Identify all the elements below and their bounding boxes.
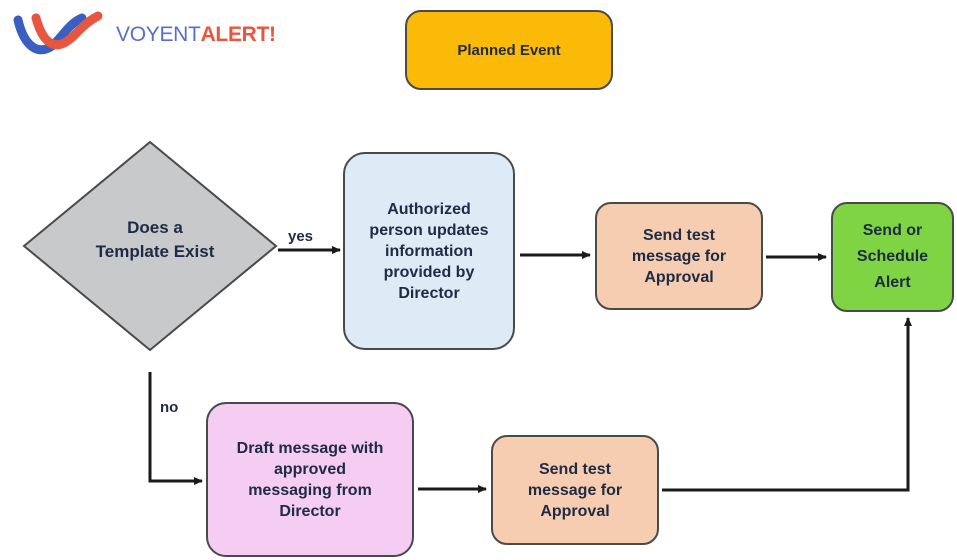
send-test-top-node: Send test message for Approval (595, 202, 763, 310)
logo-mark-icon (13, 11, 103, 55)
edge-label-no: no (160, 399, 179, 416)
planned-event-node: Planned Event (405, 10, 613, 90)
logo-wordmark: VOYENTALERT! (116, 23, 276, 47)
edge-label-yes: yes (288, 228, 314, 245)
authorized-update-label: Authorized person updates information pr… (369, 200, 489, 302)
voyent-alert-logo: VOYENTALERT! (12, 6, 312, 62)
send-alert-label: Send or Schedule Alert (856, 222, 929, 291)
logo-word-alert: ALERT! (200, 23, 276, 46)
send-alert-node: Send or Schedule Alert (831, 202, 954, 312)
send-test-top-label: Send test message for Approval (631, 226, 727, 286)
send-test-bottom-label: Send test message for Approval (527, 460, 623, 520)
authorized-update-node: Authorized person updates information pr… (343, 152, 515, 350)
edge-no (148, 372, 203, 485)
logo-word-voyent: VOYENT (116, 23, 201, 46)
draft-message-label: Draft message with approved messaging fr… (236, 439, 384, 520)
send-test-bottom-node: Send test message for Approval (491, 435, 659, 545)
draft-message-node: Draft message with approved messaging fr… (206, 402, 414, 557)
decision-diamond (22, 140, 278, 352)
decision-node-label: Does a Template Exist (95, 218, 215, 261)
edge-test-to-alert-bottom (662, 317, 912, 492)
